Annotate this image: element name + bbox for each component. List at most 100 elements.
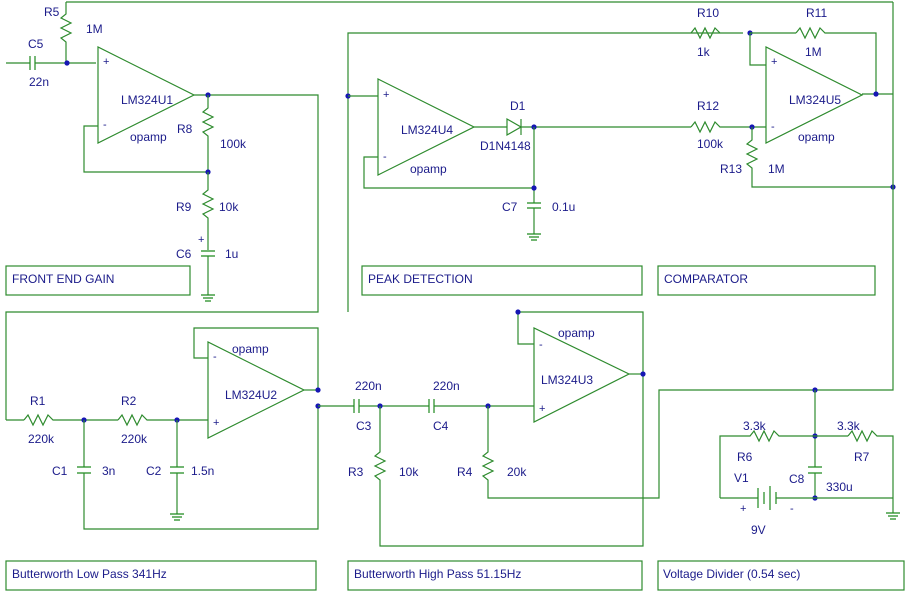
c1-value: 3n bbox=[102, 464, 115, 478]
ground-icon bbox=[201, 294, 215, 302]
r7-resistor bbox=[847, 429, 894, 513]
u4-type: opamp bbox=[410, 162, 447, 176]
r5-value: 1M bbox=[86, 22, 103, 36]
r4-value: 20k bbox=[507, 465, 527, 479]
ground-icon bbox=[886, 512, 900, 520]
front-end-gain-box bbox=[5, 265, 191, 296]
junction-dot bbox=[64, 60, 70, 66]
u4-plus: + bbox=[383, 89, 389, 101]
voltage-divider-label: Voltage Divider (0.54 sec) bbox=[663, 567, 800, 581]
c6-capacitor bbox=[201, 250, 215, 257]
r6-name: R6 bbox=[737, 450, 753, 464]
d1-name: D1 bbox=[510, 99, 526, 113]
v1-minus: - bbox=[790, 503, 794, 515]
u4-minus: - bbox=[383, 151, 387, 163]
r4-resistor bbox=[481, 389, 815, 499]
ground-icon bbox=[527, 233, 541, 241]
c7-capacitor bbox=[527, 202, 541, 209]
r4-name: R4 bbox=[457, 465, 473, 479]
u2-minus: - bbox=[213, 351, 217, 363]
r3-value: 10k bbox=[399, 465, 419, 479]
comparator-label: COMPARATOR bbox=[664, 272, 748, 286]
r11-name: R11 bbox=[806, 6, 827, 20]
c4-value: 220n bbox=[433, 379, 460, 393]
r13-value: 1M bbox=[768, 162, 785, 176]
r7-value: 3.3k bbox=[837, 419, 861, 433]
u1-name: LM324U1 bbox=[121, 93, 173, 107]
peak-detection-box bbox=[361, 265, 643, 296]
r13-resistor bbox=[745, 127, 893, 188]
junction-dot bbox=[515, 309, 521, 315]
low-pass-box bbox=[5, 560, 317, 591]
c1-capacitor bbox=[77, 466, 91, 474]
r6-value: 3.3k bbox=[743, 419, 767, 433]
u2-type: opamp bbox=[232, 342, 269, 356]
r2-value: 220k bbox=[121, 432, 148, 446]
v1-name: V1 bbox=[734, 471, 749, 485]
r3-name: R3 bbox=[348, 465, 364, 479]
u5-plus-wire bbox=[749, 33, 766, 66]
u4-name: LM324U4 bbox=[401, 123, 453, 137]
u4-opamp bbox=[377, 78, 476, 176]
c8-capacitor bbox=[808, 466, 822, 474]
u1-opamp bbox=[97, 46, 196, 144]
u1-plus: + bbox=[103, 56, 109, 68]
r7-name: R7 bbox=[854, 450, 870, 464]
r10-resistor bbox=[690, 26, 721, 40]
right-rail-wire bbox=[815, 2, 894, 391]
r6-resistor bbox=[719, 429, 848, 498]
r2-name: R2 bbox=[121, 394, 137, 408]
c1-feedback-wire bbox=[83, 406, 319, 530]
high-pass-box bbox=[347, 560, 643, 591]
voltage-divider-box bbox=[657, 560, 905, 591]
u3-plus: + bbox=[539, 403, 545, 415]
r1-resistor bbox=[23, 413, 118, 427]
r2-resistor bbox=[117, 413, 208, 427]
r8-name: R8 bbox=[177, 122, 193, 136]
r3-resistor bbox=[373, 374, 644, 547]
v1-plus: + bbox=[740, 503, 746, 515]
u3-feedback-wire bbox=[517, 311, 644, 374]
u1-feedback-wire bbox=[83, 125, 208, 173]
r1-value: 220k bbox=[28, 432, 55, 446]
c5-name: C5 bbox=[28, 37, 44, 51]
junction-dot bbox=[640, 371, 646, 377]
c6-plus: + bbox=[198, 234, 204, 246]
u5-type: opamp bbox=[798, 130, 835, 144]
u2-plus: + bbox=[213, 417, 219, 429]
front-end-gain-label: FRONT END GAIN bbox=[12, 272, 114, 286]
c6-value: 1u bbox=[225, 247, 238, 261]
r12-resistor bbox=[690, 120, 766, 134]
u5-plus: + bbox=[771, 56, 777, 68]
low-pass-label: Butterworth Low Pass 341Hz bbox=[12, 567, 167, 581]
d1-diode bbox=[506, 117, 523, 137]
u3-name: LM324U3 bbox=[541, 373, 593, 387]
r11-value: 1M bbox=[805, 45, 822, 59]
u3-minus: - bbox=[539, 339, 543, 351]
c2-capacitor bbox=[170, 466, 184, 474]
r8-resistor bbox=[201, 95, 215, 172]
comparator-box bbox=[657, 265, 876, 296]
r1-name: R1 bbox=[30, 394, 46, 408]
c5-value: 22n bbox=[29, 75, 49, 89]
c2-name: C2 bbox=[146, 464, 162, 478]
r9-resistor bbox=[201, 172, 215, 250]
u2-name: LM324U2 bbox=[225, 388, 277, 402]
r13-name: R13 bbox=[720, 162, 742, 176]
c4-capacitor bbox=[428, 399, 435, 413]
u5-name: LM324U5 bbox=[789, 93, 841, 107]
junction-dot bbox=[531, 185, 537, 191]
high-pass-label: Butterworth High Pass 51.15Hz bbox=[354, 567, 521, 581]
u2-opamp bbox=[207, 341, 306, 439]
u3-opamp bbox=[533, 327, 631, 423]
c3-value: 220n bbox=[355, 379, 382, 393]
c5-capacitor bbox=[29, 56, 36, 70]
v1-battery-icon bbox=[757, 486, 777, 510]
u5-minus: - bbox=[771, 121, 775, 133]
r12-value: 100k bbox=[697, 137, 724, 151]
c8-value: 330u bbox=[826, 480, 853, 494]
u4-feedback-wire bbox=[363, 156, 534, 189]
junction-dot bbox=[315, 387, 321, 393]
r9-name: R9 bbox=[176, 200, 192, 214]
